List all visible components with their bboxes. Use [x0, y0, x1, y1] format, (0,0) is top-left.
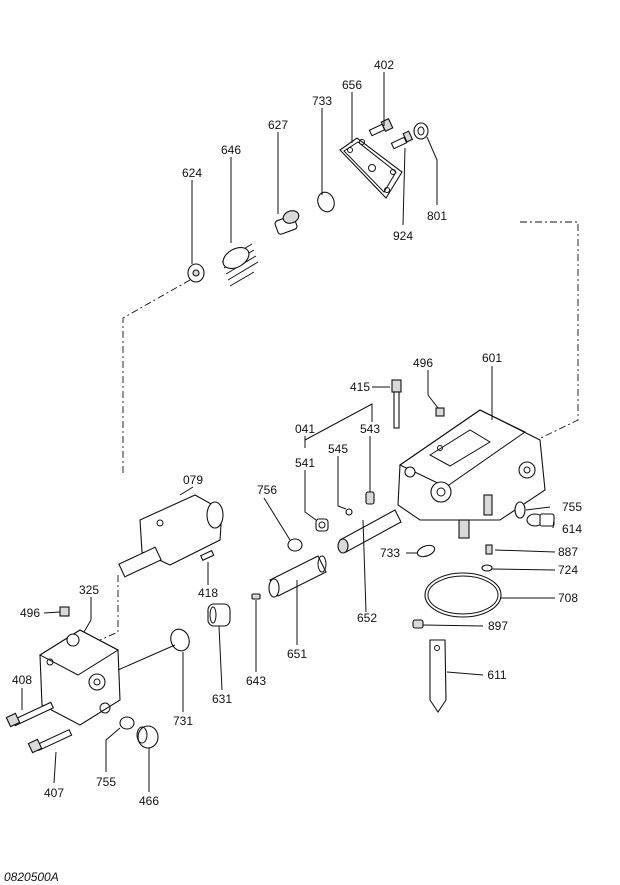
- callout-643: 643: [246, 674, 266, 688]
- callout-408: 408: [12, 673, 32, 687]
- solenoid-079: [118, 494, 224, 578]
- callout-801: 801: [427, 209, 447, 223]
- callout-041: 041: [295, 422, 315, 436]
- callout-924: 924: [393, 229, 413, 243]
- callout-601: 601: [482, 351, 502, 365]
- callout-614: 614: [562, 522, 582, 536]
- o-ring-733-top: [317, 191, 335, 213]
- bolt-402: [368, 118, 394, 137]
- o-ring-755-lower: [119, 716, 135, 730]
- callout-755-right: 755: [562, 500, 582, 514]
- callout-897: 897: [488, 619, 508, 633]
- valve-block-325: [38, 629, 121, 726]
- bolt-418: [199, 549, 215, 561]
- drawing-code: 0820500A: [4, 870, 59, 884]
- callout-652: 652: [357, 611, 377, 625]
- callout-402: 402: [374, 58, 394, 72]
- callout-733-top: 733: [312, 94, 332, 108]
- callout-611: 611: [487, 668, 506, 682]
- bolt-408: [5, 701, 55, 728]
- assembly-line-solenoid: [99, 575, 119, 641]
- callout-466: 466: [139, 794, 159, 808]
- plug-614: [526, 513, 555, 527]
- sleeve-651: [268, 555, 327, 598]
- spring-543: [365, 491, 375, 505]
- leader-731-block: [117, 644, 176, 671]
- callout-545: 545: [328, 442, 348, 456]
- nut-801: [413, 122, 429, 140]
- callout-325: 325: [79, 583, 99, 597]
- pin-897: [412, 619, 424, 629]
- plug-627: [274, 210, 300, 235]
- o-ring-733-lower: [416, 544, 436, 558]
- pin-643: [251, 593, 261, 600]
- pin-887: [485, 544, 493, 555]
- callout-724: 724: [558, 563, 578, 577]
- setscrew-496-lower: [59, 606, 70, 617]
- shaft-652: [337, 509, 402, 554]
- callout-755-lower: 755: [96, 775, 116, 789]
- cap-631: [207, 603, 231, 627]
- callout-541: 541: [295, 456, 315, 470]
- seat-541: [315, 518, 329, 532]
- lever-611: [429, 639, 447, 713]
- callout-labels: 402 656 733 627 646 624 801 924 496 601 …: [12, 58, 582, 808]
- callout-415: 415: [350, 380, 370, 394]
- o-ring-755-right: [514, 501, 526, 519]
- callout-887: 887: [558, 545, 578, 559]
- callout-656: 656: [342, 78, 362, 92]
- setscrew-496-top: [435, 407, 445, 417]
- cover-plate-656: [339, 137, 403, 199]
- o-ring-756: [287, 538, 303, 552]
- seal-724: [481, 564, 493, 572]
- callout-496-lower: 496: [20, 606, 40, 620]
- bolt-415: [391, 379, 402, 429]
- callout-079: 079: [183, 473, 203, 487]
- callout-543: 543: [360, 422, 380, 436]
- bolt-407: [27, 728, 73, 754]
- ball-545: [345, 508, 353, 516]
- callout-624: 624: [182, 166, 202, 180]
- spring-646: [221, 243, 259, 287]
- leader-lines: [21, 72, 556, 792]
- callout-731: 731: [173, 714, 193, 728]
- plug-466: [136, 725, 159, 749]
- callout-733-lower: 733: [380, 546, 400, 560]
- callout-627: 627: [268, 118, 288, 132]
- callout-708: 708: [558, 591, 578, 605]
- callout-631: 631: [212, 692, 232, 706]
- callout-418: 418: [198, 586, 218, 600]
- callout-756: 756: [257, 483, 277, 497]
- callout-646: 646: [221, 143, 241, 157]
- callout-496-top: 496: [413, 356, 433, 370]
- o-ring-708: [424, 572, 502, 618]
- callout-407: 407: [44, 786, 64, 800]
- washer-624: [187, 263, 205, 283]
- callout-651: 651: [287, 647, 307, 661]
- o-ring-731: [170, 628, 190, 652]
- housing-601: [397, 409, 546, 539]
- bolt-924: [390, 130, 414, 150]
- assembly-line-upper: [122, 221, 579, 475]
